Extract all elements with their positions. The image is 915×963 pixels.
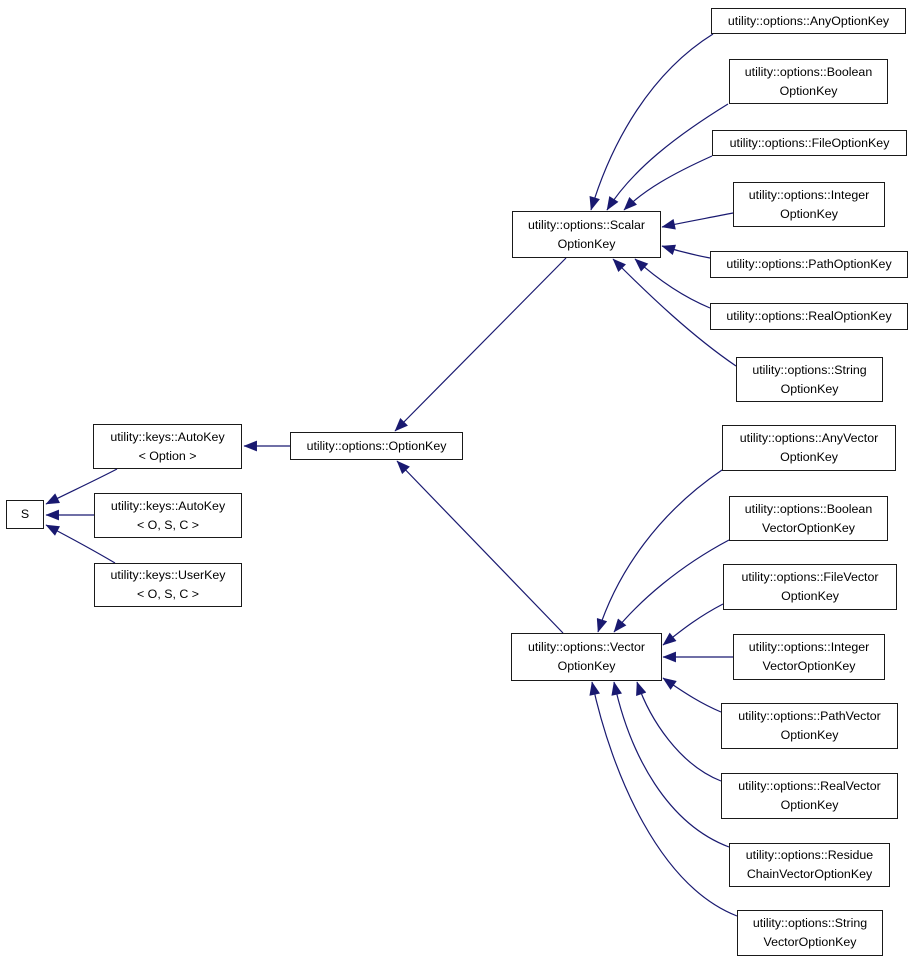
class-node-label: utility::options::FileOptionKey [729,135,890,150]
class-node-label: utility::options::Integer [748,640,870,655]
class-node-label: OptionKey [780,206,838,221]
class-node-label: OptionKey [557,659,616,673]
inheritance-edge-scalar-to-optionkey [394,257,567,432]
class-node-label: utility::keys::AutoKey [110,429,225,444]
class-node-label: utility::options::Residue [745,848,874,863]
class-node-label: ChainVectorOptionKey [746,867,873,881]
inheritance-edge-boolean-to-scalar [606,103,729,211]
class-node-label: S [20,507,30,522]
class-node-label: utility::options::PathVector [738,709,881,724]
class-node-label: < O, S, C > [137,517,199,532]
inheritance-edge-pathvec-to-vector [662,677,722,713]
class-node-label: utility::options::AnyOptionKey [727,13,890,28]
class-node-label: utility::options::AnyVector [739,431,879,446]
inheritance-edge-real-to-scalar [634,258,711,309]
class-node-label: utility::options::OptionKey [306,438,447,453]
class-node-real[interactable]: utility::options::RealOptionKey [710,303,908,330]
class-node-optionkey[interactable]: utility::options::OptionKey [290,432,463,460]
class-node-label: VectorOptionKey [762,659,856,673]
inheritance-edge-boolvec-to-vector [613,539,730,633]
inheritance-edge-vector-to-optionkey [396,460,564,634]
class-node-file[interactable]: utility::options::FileOptionKey [712,130,907,156]
class-node-label: utility::options::RealOptionKey [726,309,892,324]
inheritance-edge-stringvec-to-vector [589,681,738,917]
inheritance-edge-filevec-to-vector [662,603,724,646]
class-node-label: utility::options::Boolean [744,64,873,79]
class-node-label: utility::keys::UserKey [110,568,226,583]
class-node-label: utility::options::Boolean [744,501,873,516]
inheritance-edge-userkey-osc-to-s [45,524,116,564]
class-node-s[interactable]: S [6,500,44,529]
inheritance-edge-residuevec-to-vector [611,681,730,848]
inheritance-edge-string-to-scalar [612,258,737,367]
class-node-label: utility::options::RealVector [738,779,881,794]
inheritance-edge-integer-to-scalar [661,212,734,230]
class-node-autokey-option[interactable]: utility::keys::AutoKey< Option > [93,424,242,469]
class-node-label: utility::options::String [752,362,867,377]
class-node-autokey-osc[interactable]: utility::keys::AutoKey< O, S, C > [94,493,242,538]
class-node-label: OptionKey [779,83,838,98]
inheritance-edge-autokey-option-to-s [45,468,118,505]
inheritance-edge-anyvec-to-vector [596,469,723,633]
inheritance-edge-realvec-to-vector [636,681,722,782]
class-node-label: OptionKey [781,589,839,603]
class-node-label: utility::options::FileVector [741,570,879,585]
class-node-label: OptionKey [780,728,839,742]
class-node-label: < O, S, C > [137,587,199,601]
class-node-label: utility::options::Scalar [527,217,646,232]
inheritance-edge-any-to-scalar [589,33,714,211]
class-node-any[interactable]: utility::options::AnyOptionKey [711,8,906,34]
class-node-label: utility::options::PathOptionKey [726,257,892,272]
class-node-label: OptionKey [780,381,839,396]
class-node-label: VectorOptionKey [763,935,857,949]
class-node-label: OptionKey [557,236,616,251]
class-node-label: utility::options::Vector [527,640,646,655]
inheritance-edge-path-to-scalar [661,244,711,259]
class-node-label: < Option > [138,448,197,463]
class-node-label: OptionKey [780,798,839,812]
class-node-label: VectorOptionKey [762,520,855,535]
class-node-label: utility::options::String [752,916,868,931]
class-node-label: utility::keys::AutoKey [110,498,226,513]
class-node-userkey-osc[interactable]: utility::keys::UserKey< O, S, C > [94,563,242,607]
inheritance-edge-file-to-scalar [623,155,713,211]
class-node-label: utility::options::Integer [748,187,870,202]
class-node-label: OptionKey [780,450,838,464]
class-node-path[interactable]: utility::options::PathOptionKey [710,251,908,278]
